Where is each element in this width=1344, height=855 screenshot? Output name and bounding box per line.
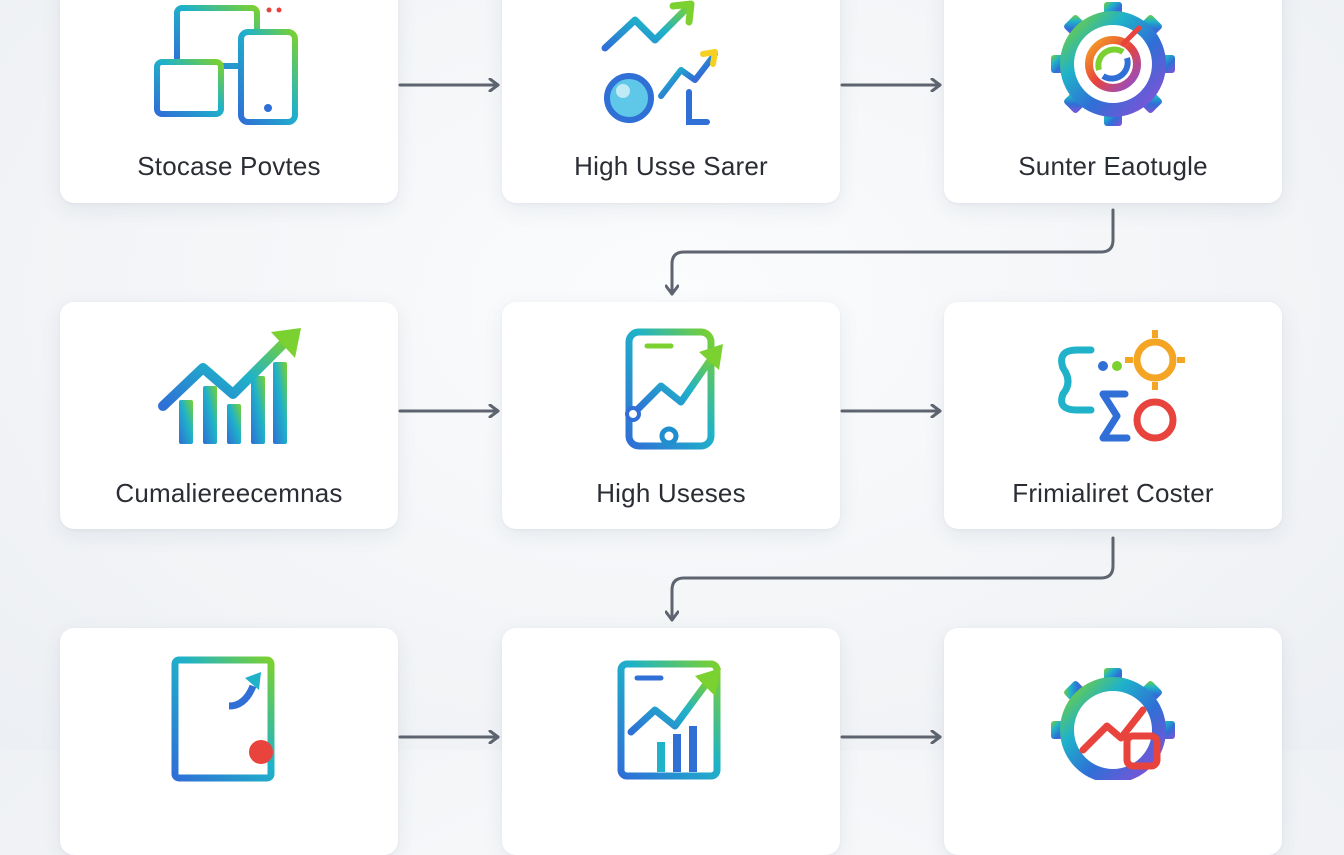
card-high-useses[interactable]: High Useses <box>502 302 840 529</box>
document-chart-icon <box>149 656 309 786</box>
card-label: Frimialiret Coster <box>1012 478 1214 508</box>
growth-magnifier-icon <box>591 0 751 128</box>
devices-icon <box>149 0 309 128</box>
card-sunter-eaotugle[interactable]: Sunter Eaotugle <box>944 0 1282 203</box>
card-row3-middle[interactable] <box>502 628 840 855</box>
wrap-arrow-1 <box>672 208 1115 296</box>
tablet-trend-icon <box>591 322 751 452</box>
card-label: High Usse Sarer <box>574 151 768 181</box>
card-label: Stocase Povtes <box>137 151 321 181</box>
gear-target-icon <box>1033 650 1193 780</box>
card-high-usse-sarer[interactable]: High Usse Sarer <box>502 0 840 203</box>
card-row3-left[interactable] <box>60 628 398 855</box>
sync-gear-icon <box>1033 0 1193 128</box>
card-label: Cumalieree​cemnas <box>115 478 343 508</box>
card-label: High Useses <box>596 478 746 508</box>
bar-chart-trend-icon <box>149 322 309 452</box>
formula-gear-icon <box>1033 322 1193 452</box>
card-row3-right[interactable] <box>944 628 1282 855</box>
wrap-arrow-2 <box>672 536 1115 622</box>
card-stocase-povtes[interactable]: Stocase Povtes <box>60 0 398 203</box>
card-cumalieree[interactable]: Cumalieree​cemnas <box>60 302 398 529</box>
card-frimialiret-coster[interactable]: Frimialiret Coster <box>944 302 1282 529</box>
card-label: Sunter Eaotugle <box>1018 151 1208 181</box>
screen-chart-icon <box>591 656 751 786</box>
